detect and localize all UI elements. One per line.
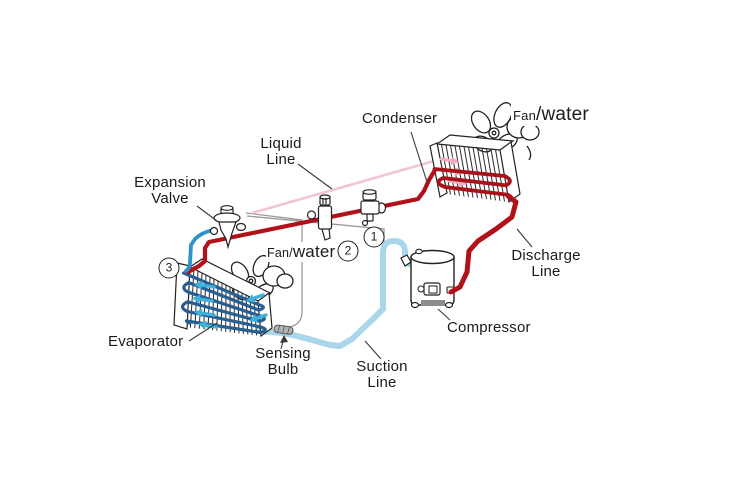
solenoid-valve — [360, 189, 387, 227]
suction-line-label: Suction Line — [356, 358, 408, 392]
callout-3: 3 — [158, 257, 180, 279]
discharge-line-leader — [516, 228, 533, 248]
condenser-fan-label: Fan/water — [511, 104, 591, 126]
condenser-coil — [432, 167, 513, 199]
condenser — [429, 134, 521, 204]
expansion-valve-label: Expansion Valve — [134, 174, 206, 208]
service-valve — [306, 194, 333, 241]
liquid-line-thin — [251, 159, 435, 215]
evaporator-coil — [180, 271, 267, 335]
compressor-label: Compressor — [447, 319, 531, 336]
evaporator — [173, 258, 273, 338]
compressor-leader — [437, 308, 451, 321]
condenser-label: Condenser — [362, 110, 438, 127]
suction-line — [255, 238, 412, 349]
sensing-bulb-arrowhead — [280, 335, 288, 343]
expansion-valve — [209, 205, 247, 250]
expansion-outlet-line — [184, 228, 215, 273]
leader-lines — [188, 131, 533, 360]
evaporator-leader — [188, 322, 218, 342]
compressor-inlet-fitting — [400, 254, 412, 267]
suction-line-leader — [364, 340, 382, 360]
evaporator-fan-label-small: Fan/ — [267, 246, 293, 260]
condenser-leader — [410, 131, 429, 186]
sensing-bulb-label: Sensing Bulb — [255, 345, 311, 379]
evaporator-label: Evaporator — [108, 333, 184, 350]
discharge-line — [448, 193, 519, 295]
discharge-line-label: Discharge Line — [511, 247, 581, 281]
condenser-fan-label-small: Fan — [513, 108, 537, 123]
evaporator-fan-label-big: water — [292, 242, 336, 261]
compressor — [400, 248, 455, 309]
callout-1: 1 — [363, 226, 385, 248]
sensing-bulb — [273, 324, 294, 335]
evaporator-fan-label: Fan/water — [266, 242, 337, 262]
condenser-fan-label-big: /water — [536, 104, 589, 125]
callout-2: 2 — [337, 240, 359, 262]
liquid-line-leader — [297, 163, 333, 190]
liquid-line-label: Liquid Line — [260, 135, 302, 169]
evaporator-airflow-arrows — [192, 280, 268, 330]
expansion-valve-leader — [196, 205, 218, 222]
